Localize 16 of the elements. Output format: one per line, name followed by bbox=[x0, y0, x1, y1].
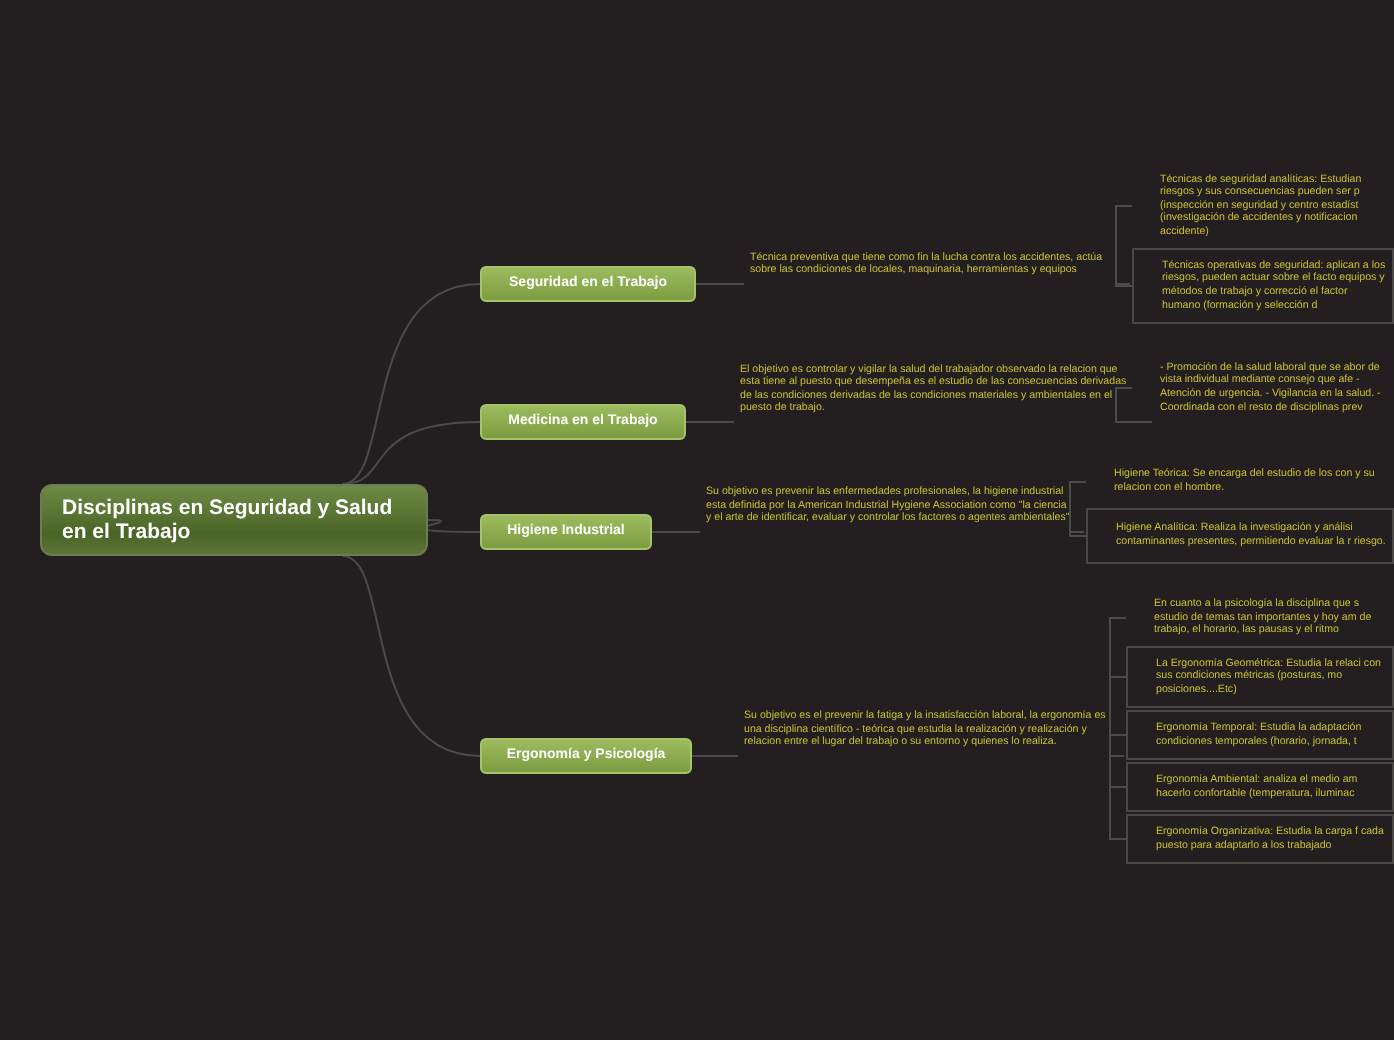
connector-line bbox=[341, 421, 481, 485]
connector-line bbox=[691, 755, 739, 757]
connector-line bbox=[651, 531, 701, 533]
connector-line bbox=[695, 283, 745, 285]
connector-line bbox=[1115, 387, 1153, 423]
connector-line bbox=[685, 421, 735, 423]
connector-line bbox=[1069, 531, 1087, 537]
connector-line bbox=[1115, 283, 1133, 287]
connector-line bbox=[1069, 481, 1087, 533]
central-topic-box: Disciplinas en Seguridad y Salud en el Trabajo bbox=[40, 484, 428, 556]
connector-line bbox=[1109, 734, 1127, 757]
connector-line bbox=[341, 555, 481, 757]
connector-line bbox=[341, 283, 481, 485]
connector-line bbox=[1115, 205, 1133, 285]
connector-line bbox=[1109, 755, 1127, 840]
connector-line bbox=[423, 519, 481, 533]
